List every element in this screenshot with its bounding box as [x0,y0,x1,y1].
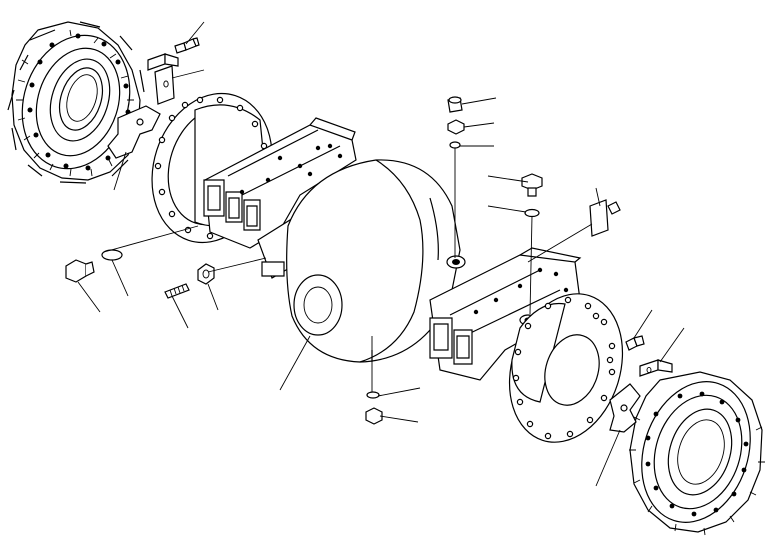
breather-adapter [448,120,464,134]
right-clip [640,360,672,376]
right-shim-plate [610,384,640,432]
leader-lines [78,22,684,486]
stud-nut [198,264,214,284]
left-planetary-carrier [6,21,147,183]
drain-plug-washer [367,392,379,398]
name-plate [590,200,620,236]
left-plug [66,260,94,282]
right-clip-bolt [626,336,644,350]
left-clip [148,54,178,104]
top-plug [522,174,542,196]
right-planetary-carrier [624,367,766,536]
right-mounting-flange [491,279,641,457]
left-shim-plate [108,106,160,158]
left-clip-bolt [175,38,199,53]
top-plug-gasket [525,210,539,217]
breather [448,97,462,112]
stud [165,284,189,298]
breather-washer [450,142,460,148]
drain-plug [366,408,382,424]
